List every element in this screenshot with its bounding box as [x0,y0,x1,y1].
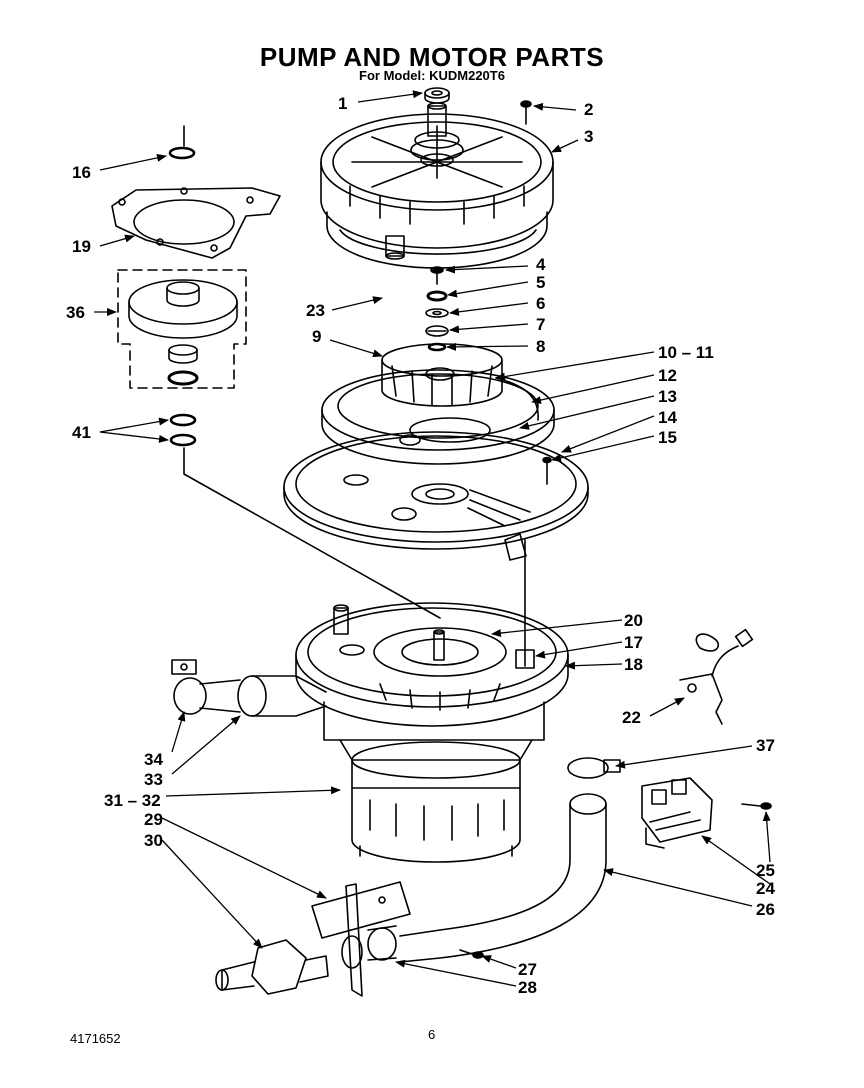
callout-2: 2 [584,100,593,119]
callout-15: 15 [658,428,677,447]
part-15-screw [542,456,552,485]
callout-23: 23 [306,301,325,320]
part-16-o-ring [168,146,196,160]
part-25-screw [741,802,772,810]
callout-27: 27 [518,960,537,979]
part-36-drain-valve-assembly [117,269,247,389]
callout-7: 7 [536,315,545,334]
part-30-connector [215,939,329,995]
part-5-washer [426,290,448,302]
part-6-washer [425,308,449,318]
part-1-seal [424,87,450,104]
part-22-switch [679,628,754,725]
callout-8: 8 [536,337,545,356]
callout-37: 37 [756,736,775,755]
callout-36: 36 [66,303,85,322]
callout-12: 12 [658,366,677,385]
callout-25: 25 [756,861,775,880]
page-title: PUMP AND MOTOR PARTS [259,42,605,72]
callout-24: 24 [756,879,775,898]
callout-5: 5 [536,273,545,292]
callout-30: 30 [144,831,163,850]
part-29-bracket [311,881,411,997]
callout-20: 20 [624,611,643,630]
callout-41: 41 [72,423,91,442]
part-2-screw [520,100,532,125]
document-number: 4171652 [70,1031,121,1046]
part-9-impeller [381,343,503,407]
model-subtitle: For Model: KUDM220T6 [359,68,505,83]
callout-10-11: 10 – 11 [658,343,714,362]
callout-labels: 1 2 3 16 19 4 5 6 7 8 23 9 36 41 10 – 11… [66,94,775,997]
part-20-shaft [433,629,445,661]
callout-6: 6 [536,294,545,313]
leader-lines [94,90,771,987]
callout-9: 9 [312,327,321,346]
callout-4: 4 [536,255,546,274]
part-4-screw [430,266,444,285]
part-12-pump-housing [321,369,555,465]
callout-17: 17 [624,633,643,652]
part-33-hose [199,675,327,717]
callout-16: 16 [72,163,91,182]
callout-22: 22 [622,708,641,727]
part-7-clip [425,325,449,337]
part-37-clamp [567,757,621,779]
drain-path-line [183,447,441,619]
callout-31-32: 31 – 32 [104,791,161,810]
callout-18: 18 [624,655,643,674]
part-34-clamp [171,659,207,715]
callout-28: 28 [518,978,537,997]
callout-1: 1 [338,94,347,113]
callout-29: 29 [144,810,163,829]
callout-26: 26 [756,900,775,919]
callout-13: 13 [658,387,677,406]
callout-14: 14 [658,408,677,427]
callout-3: 3 [584,127,593,146]
part-24-terminal-block [641,777,713,849]
part-41-o-rings [169,413,197,447]
part-14-gasket-plate [283,431,589,561]
part-31-32-motor [323,701,545,863]
callout-34: 34 [144,750,163,769]
page-number: 6 [428,1027,436,1042]
part-26-drain-hose [399,793,607,963]
part-27-screw [459,949,484,959]
part-18-pump-base [295,602,569,727]
part-19-gasket [111,187,281,259]
part-3-motor-cover [320,102,554,269]
callout-33: 33 [144,770,163,789]
part-28-fitting [341,925,397,969]
callout-19: 19 [72,237,91,256]
